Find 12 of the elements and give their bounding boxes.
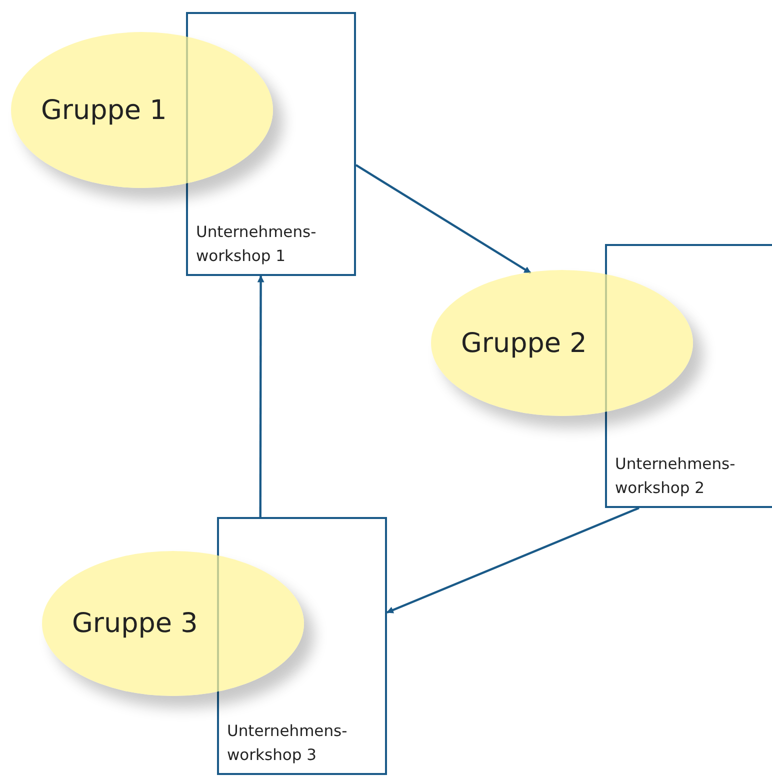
group-label: Gruppe 2: [461, 328, 587, 358]
workshop-box: [217, 517, 387, 775]
group-label: Gruppe 3: [72, 608, 198, 639]
workshop-box: [605, 244, 772, 508]
arrow: [355, 164, 532, 274]
workshop-label: Unternehmens- workshop 3: [227, 721, 348, 766]
workshop-label: Unternehmens- workshop 1: [196, 222, 318, 267]
arrow: [386, 506, 640, 614]
group-label: Gruppe 1: [41, 94, 167, 126]
workshop-label: Unternehmens- workshop 2: [615, 454, 736, 499]
workshop-box: [186, 12, 356, 276]
arrow: [257, 275, 264, 517]
